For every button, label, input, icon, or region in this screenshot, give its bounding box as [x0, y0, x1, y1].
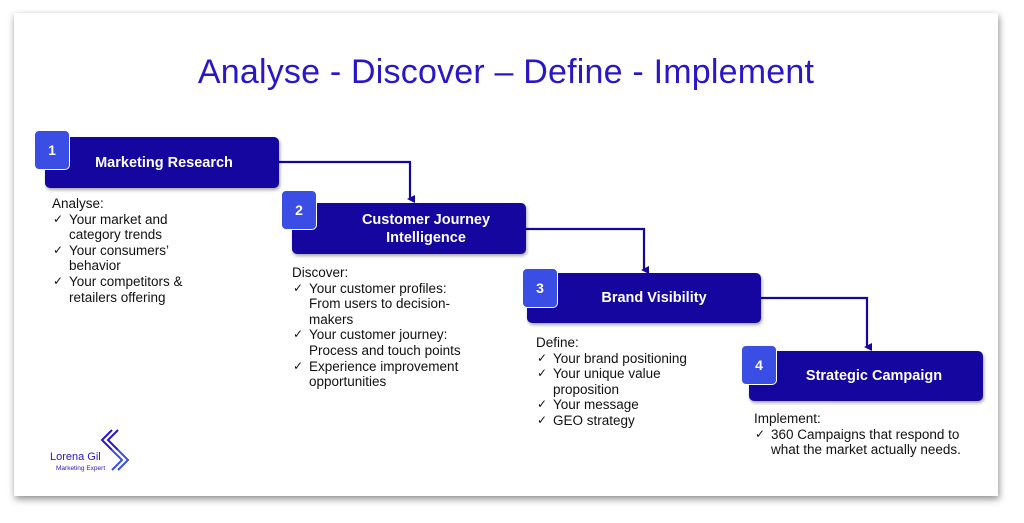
step-2-label: Customer Journey Intelligence — [361, 211, 491, 246]
double-chevron-icon — [100, 429, 130, 471]
step-3-box: Brand Visibility — [527, 273, 761, 323]
arrow-3-to-4 — [760, 296, 872, 351]
step-2-badge: 2 — [281, 190, 317, 230]
list-item: Your customer profiles: From users to de… — [292, 281, 471, 328]
list-item: Your competitors & retailers offering — [52, 274, 202, 305]
step-3-badge: 3 — [522, 268, 558, 308]
arrow-2-to-3 — [526, 227, 649, 274]
connector-arrows — [279, 160, 872, 351]
arrow-1-to-2 — [279, 160, 415, 203]
list-item: Your brand positioning — [536, 351, 716, 367]
step-2-box: Customer Journey Intelligence — [292, 203, 526, 254]
step-4-label: Strategic Campaign — [805, 368, 943, 384]
list-item: Your consumers’ behavior — [52, 243, 202, 274]
list-item: 360 Campaigns that respond to what the m… — [754, 427, 969, 458]
list-item: Your message — [536, 397, 716, 413]
step-1-intro: Analyse: — [52, 196, 104, 211]
page-title: Analyse - Discover – Define - Implement — [197, 53, 815, 91]
step-2-intro: Discover: — [292, 265, 349, 280]
logo-name: Lorena Gil — [50, 451, 101, 463]
step-3-label: Brand Visibility — [601, 290, 707, 306]
list-item: Your unique value proposition — [536, 366, 693, 397]
step-1-description: Analyse: Your market and category trends… — [52, 196, 202, 305]
step-2-list: Your customer profiles: From users to de… — [292, 281, 484, 390]
step-1-box: Marketing Research — [45, 137, 279, 188]
step-1-badge: 1 — [34, 130, 70, 170]
list-item: GEO strategy — [536, 413, 716, 429]
step-1-label: Marketing Research — [95, 154, 233, 171]
step-1-list: Your market and category trends Your con… — [52, 212, 202, 306]
step-4-description: Implement: 360 Campaigns that respond to… — [754, 411, 969, 458]
step-3-list: Your brand positioning Your unique value… — [536, 351, 716, 429]
step-2-description: Discover: Your customer profiles: From u… — [292, 265, 484, 390]
logo-subtitle: Marketing Expert — [56, 465, 106, 472]
diagram-card: Analyse - Discover – Define - Implement … — [14, 13, 998, 496]
step-4-list: 360 Campaigns that respond to what the m… — [754, 427, 969, 458]
list-item: Experience improvement opportunities — [292, 359, 484, 390]
step-4-intro: Implement: — [754, 411, 821, 426]
step-3-description: Define: Your brand positioning Your uniq… — [536, 335, 716, 429]
logo: Lorena Gil Marketing Expert — [50, 428, 150, 488]
step-3-intro: Define: — [536, 335, 579, 350]
list-item: Your market and category trends — [52, 212, 202, 243]
list-item: Your customer journey: Process and touch… — [292, 327, 479, 358]
step-4-badge: 4 — [741, 345, 777, 385]
step-4-box: Strategic Campaign — [749, 351, 983, 401]
